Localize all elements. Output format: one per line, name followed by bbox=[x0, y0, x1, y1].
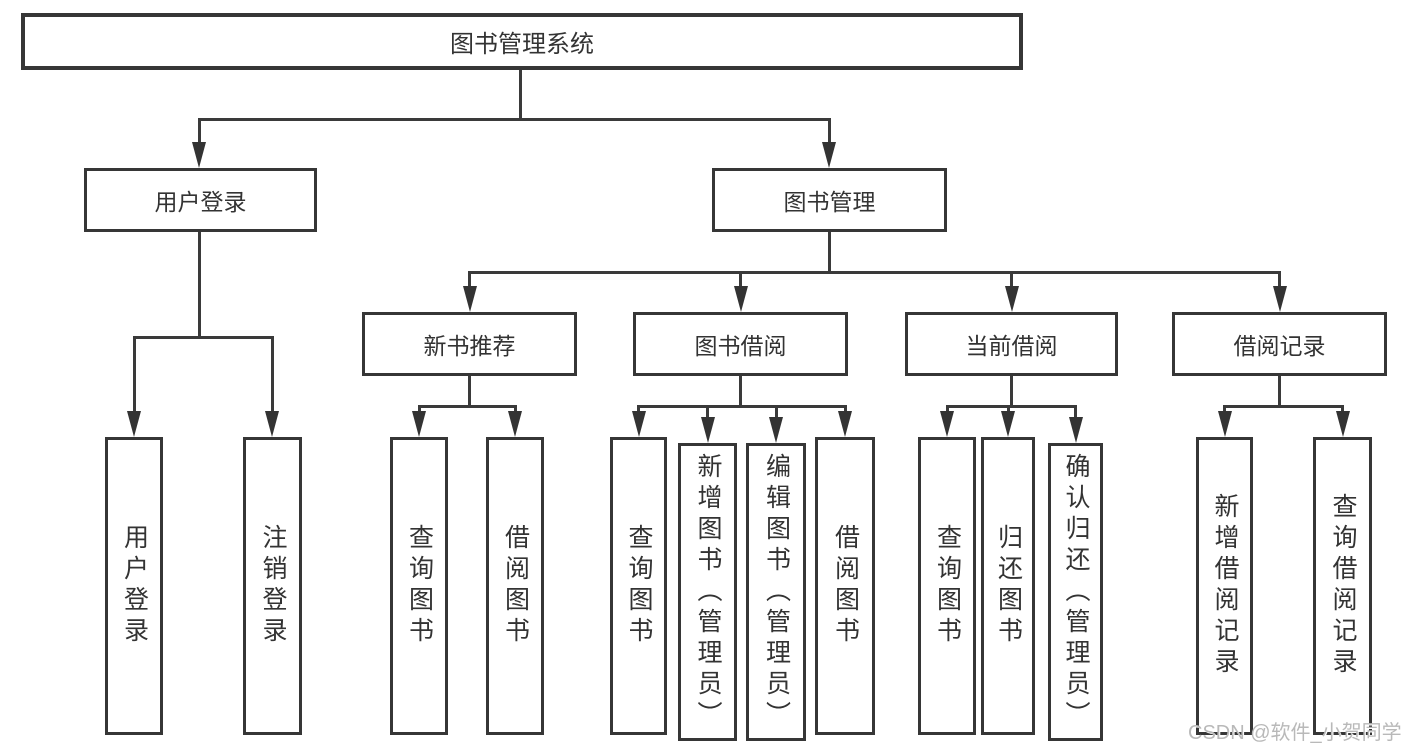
connector-line bbox=[133, 336, 274, 339]
arrow-down-icon bbox=[822, 142, 836, 168]
arrow-down-icon bbox=[265, 411, 279, 437]
leaf-logout: 注销登录 bbox=[243, 437, 302, 735]
arrow-down-icon bbox=[1001, 411, 1015, 437]
connector-line bbox=[198, 232, 201, 336]
arrow-down-icon bbox=[192, 142, 206, 168]
connector-line bbox=[1074, 405, 1077, 421]
leaf-return-book: 归还图书 bbox=[981, 437, 1035, 735]
connector-line bbox=[775, 405, 778, 421]
connector-line bbox=[946, 405, 1077, 408]
connector-line bbox=[1278, 271, 1281, 291]
arrow-down-icon bbox=[1069, 417, 1083, 443]
connector-line bbox=[1010, 271, 1013, 291]
arrow-down-icon bbox=[701, 417, 715, 443]
connector-line bbox=[637, 405, 847, 408]
node-user-login-branch: 用户登录 bbox=[84, 168, 317, 232]
connector-line bbox=[1010, 376, 1013, 406]
arrow-down-icon bbox=[463, 286, 477, 312]
node-book-management: 图书管理 bbox=[712, 168, 947, 232]
leaf-add-borrow-record: 新增借阅记录 bbox=[1196, 437, 1253, 735]
connector-line bbox=[739, 271, 742, 291]
arrow-down-icon bbox=[769, 417, 783, 443]
node-current-borrowing: 当前借阅 bbox=[905, 312, 1118, 376]
leaf-query-books-3: 查询图书 bbox=[918, 437, 976, 735]
connector-line bbox=[468, 376, 471, 406]
arrow-down-icon bbox=[508, 411, 522, 437]
arrow-down-icon bbox=[734, 286, 748, 312]
arrow-down-icon bbox=[1336, 411, 1350, 437]
leaf-user-login: 用户登录 bbox=[105, 437, 163, 735]
arrow-down-icon bbox=[412, 411, 426, 437]
connector-line bbox=[468, 271, 1281, 274]
arrow-down-icon bbox=[1005, 286, 1019, 312]
connector-line bbox=[1278, 376, 1281, 406]
leaf-edit-book-admin: 编辑图书（管理员） bbox=[746, 443, 806, 741]
connector-line bbox=[271, 336, 274, 415]
arrow-down-icon bbox=[1218, 411, 1232, 437]
arrow-down-icon bbox=[632, 411, 646, 437]
arrow-down-icon bbox=[838, 411, 852, 437]
leaf-query-borrow-record: 查询借阅记录 bbox=[1313, 437, 1372, 735]
connector-line bbox=[828, 118, 831, 146]
node-borrowing-records: 借阅记录 bbox=[1172, 312, 1387, 376]
connector-line bbox=[739, 376, 742, 406]
connector-line bbox=[133, 336, 136, 415]
node-book-borrowing: 图书借阅 bbox=[633, 312, 848, 376]
connector-line bbox=[198, 118, 831, 121]
connector-line bbox=[468, 271, 471, 291]
connector-line bbox=[519, 70, 522, 120]
connector-line bbox=[198, 118, 201, 146]
arrow-down-icon bbox=[1273, 286, 1287, 312]
leaf-borrow-books-2: 借阅图书 bbox=[815, 437, 875, 735]
connector-line bbox=[1223, 405, 1343, 408]
leaf-query-books-1: 查询图书 bbox=[390, 437, 448, 735]
leaf-add-book-admin: 新增图书（管理员） bbox=[678, 443, 737, 741]
leaf-borrow-books-1: 借阅图书 bbox=[486, 437, 544, 735]
csdn-watermark: CSDN @软件_小贺同学 bbox=[1188, 722, 1402, 744]
connector-line bbox=[418, 405, 517, 408]
leaf-query-books-2: 查询图书 bbox=[610, 437, 667, 735]
connector-line bbox=[828, 232, 831, 272]
connector-line bbox=[706, 405, 709, 421]
leaf-confirm-return-admin: 确认归还（管理员） bbox=[1048, 443, 1103, 741]
arrow-down-icon bbox=[940, 411, 954, 437]
node-new-book-recommend: 新书推荐 bbox=[362, 312, 577, 376]
arrow-down-icon bbox=[127, 411, 141, 437]
node-library-system: 图书管理系统 bbox=[21, 13, 1023, 70]
